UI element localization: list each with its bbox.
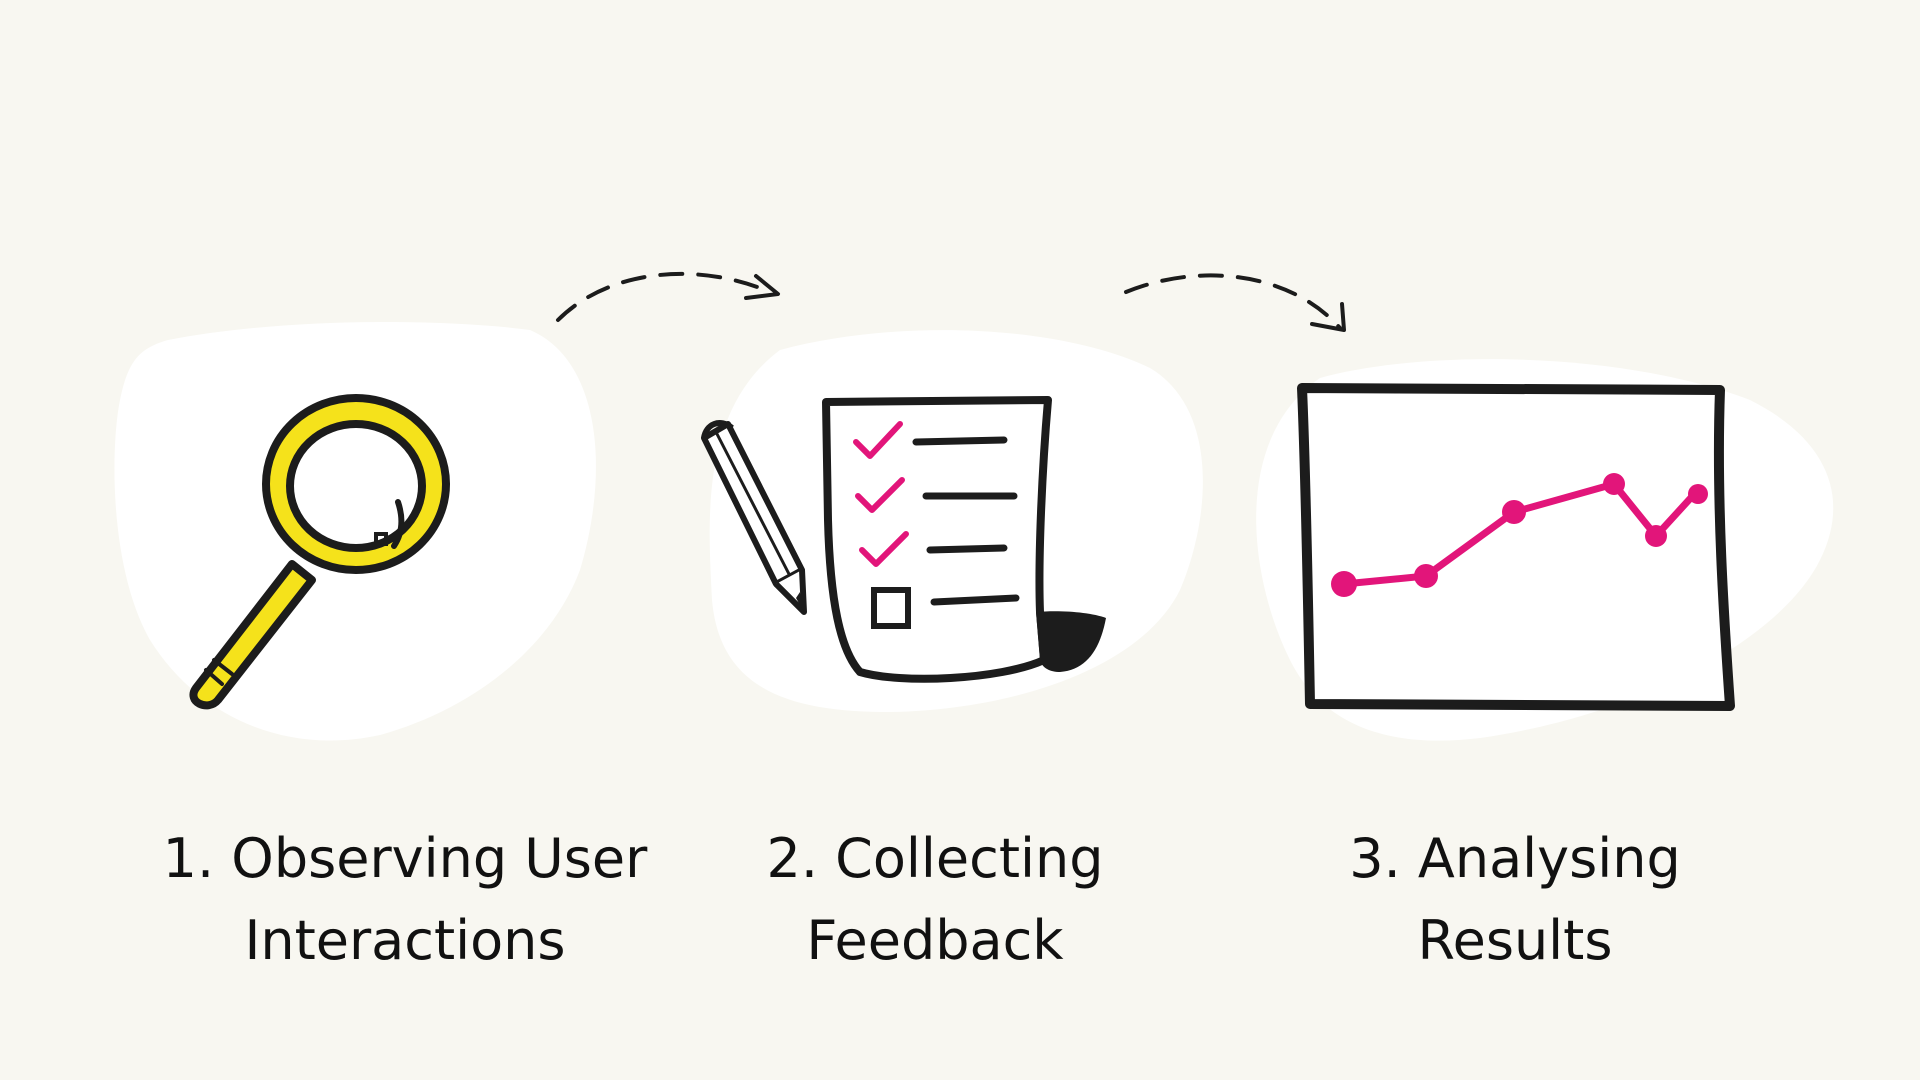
arrow-head-icon	[1310, 302, 1346, 332]
checkmark-icon	[859, 531, 909, 567]
step-3-label-line-1: 3. Analysing	[1349, 827, 1681, 890]
step-2-label-line-2: Feedback	[806, 909, 1064, 972]
magnifying-glass-icon	[189, 394, 450, 710]
step-3-label: 3. Analysing Results	[1235, 818, 1795, 982]
pencil-icon	[701, 420, 807, 615]
checklist-with-pencil-icon	[701, 396, 1106, 683]
arrow-step1-to-step2	[556, 271, 780, 322]
step-3-label-line-2: Results	[1417, 909, 1613, 972]
arrow-head-icon	[744, 274, 780, 300]
checklist-line	[926, 544, 1008, 554]
step-2-label: 2. Collecting Feedback	[655, 818, 1215, 982]
checklist-line	[930, 594, 1020, 606]
checkmark-icon	[853, 421, 903, 459]
checkmark-icon	[855, 477, 905, 513]
step-2-label-line-1: 2. Collecting	[766, 827, 1104, 890]
checklist-line	[912, 436, 1008, 446]
step-1-label: 1. Observing User Interactions	[95, 818, 715, 982]
arrow-step2-to-step3	[1124, 273, 1346, 332]
empty-checkbox-icon	[871, 587, 911, 629]
line-chart-icon	[1297, 383, 1735, 711]
step-1-label-line-1: 1. Observing User	[162, 827, 648, 890]
step-1-label-line-2: Interactions	[244, 909, 566, 972]
